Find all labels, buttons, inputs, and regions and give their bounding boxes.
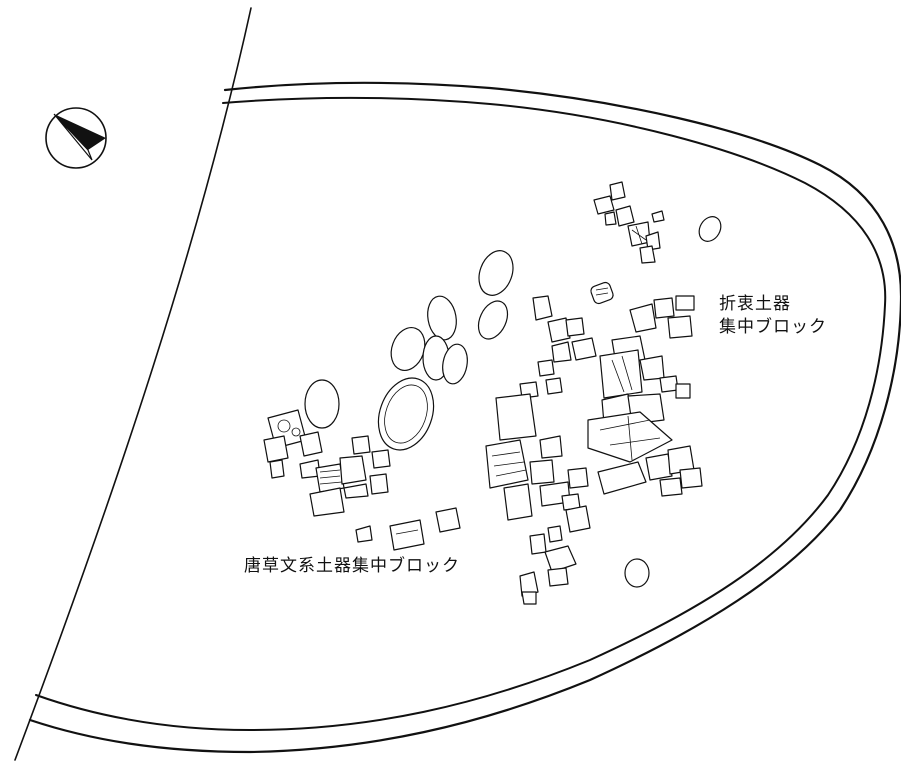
stone-cluster-center: [304, 250, 514, 451]
pit-outline-inner: [35, 96, 887, 731]
boundary-line: [14, 7, 252, 761]
isolated-stones: [590, 216, 722, 588]
block-label-oribe: 折衷土器 集中ブロック: [719, 293, 827, 339]
block-label-karakusa: 唐草文系土器集中ブロック: [244, 556, 460, 576]
block-label-oribe-line2: 集中ブロック: [719, 317, 827, 337]
sherd-cluster-left: [263, 409, 391, 517]
sherd-cluster-right: [519, 295, 703, 497]
block-label-oribe-line1: 折衷土器: [719, 294, 791, 314]
pit-outline-outer: [28, 81, 901, 754]
north-arrow-icon: [45, 107, 107, 169]
sherd-cluster-top: [593, 181, 665, 264]
sherd-cluster-center: [485, 393, 591, 605]
sherd-cluster-lower: [355, 507, 461, 551]
